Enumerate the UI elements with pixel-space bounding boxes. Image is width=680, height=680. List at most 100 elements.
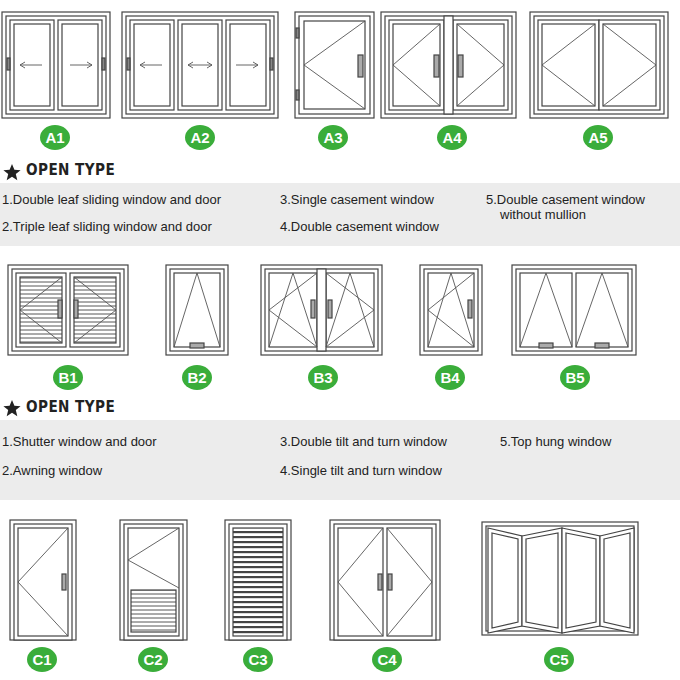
window-drawing xyxy=(2,12,110,118)
badge-label: A5 xyxy=(588,130,607,145)
badge-label: A1 xyxy=(45,130,64,145)
window-drawing xyxy=(328,300,332,318)
window-drawing xyxy=(12,269,124,351)
list-item: 5.Double casement window without mullion xyxy=(486,192,650,222)
window-drawing xyxy=(387,528,432,636)
window-drawing xyxy=(538,20,599,110)
window-drawing xyxy=(576,273,628,347)
window-drawing xyxy=(311,300,315,318)
window-drawing xyxy=(14,24,50,106)
window-drawing xyxy=(166,265,228,355)
window-drawing xyxy=(304,21,365,109)
section-heading: OPEN TYPE xyxy=(26,399,115,414)
window-drawing xyxy=(600,528,634,633)
window-drawing xyxy=(434,55,439,77)
window-drawing xyxy=(530,12,668,118)
window-drawing xyxy=(130,20,174,110)
window-drawing xyxy=(20,62,42,68)
window-drawing xyxy=(131,590,176,632)
open-type-panel: OPEN TYPE1.Shutter window and door2.Awni… xyxy=(0,420,680,500)
window-drawing xyxy=(539,343,553,348)
window-drawing xyxy=(326,273,374,347)
list-item: 2.Awning window xyxy=(2,463,102,478)
window-drawing xyxy=(304,21,365,109)
window-drawing xyxy=(10,20,54,110)
window-drawing xyxy=(296,90,299,100)
window-drawing xyxy=(520,273,572,347)
window-drawing xyxy=(388,574,392,590)
window-drawing xyxy=(295,12,374,118)
type-badge: B2 xyxy=(182,365,212,390)
window-drawing xyxy=(534,16,664,114)
window-drawing xyxy=(8,265,128,355)
window-drawing xyxy=(338,528,383,636)
window-drawing xyxy=(261,265,382,355)
window-drawing xyxy=(70,62,92,68)
window-drawing xyxy=(381,12,516,118)
window-drawing xyxy=(122,12,278,118)
window-drawing xyxy=(326,273,374,347)
window-drawing xyxy=(566,533,596,628)
window-drawing xyxy=(236,62,258,68)
window-drawing xyxy=(453,20,508,110)
window-drawing xyxy=(522,528,562,633)
list-item: 5.Top hung window xyxy=(500,434,611,449)
type-badge: A2 xyxy=(185,125,215,150)
badge-label: C2 xyxy=(143,652,162,667)
badge-label: C1 xyxy=(32,652,51,667)
list-item: 1.Shutter window and door xyxy=(2,434,157,449)
window-drawing xyxy=(70,273,120,347)
window-drawing xyxy=(7,58,10,70)
type-badge: A4 xyxy=(437,125,467,150)
window-drawing xyxy=(128,528,179,588)
badge-label: B1 xyxy=(58,370,77,385)
window-drawing xyxy=(127,58,130,70)
type-badge: B5 xyxy=(560,365,590,390)
window-drawing xyxy=(74,277,116,343)
window-drawing xyxy=(492,533,518,628)
window-drawing xyxy=(542,24,595,106)
badge-label: B2 xyxy=(187,370,206,385)
badge-label: A3 xyxy=(323,130,342,145)
open-type-panel: OPEN TYPE1.Double leaf sliding window an… xyxy=(0,183,680,246)
type-badge: C1 xyxy=(27,647,57,672)
window-drawing xyxy=(20,277,62,343)
window-drawing xyxy=(387,528,432,636)
window-drawing xyxy=(603,24,656,106)
type-badge: A3 xyxy=(318,125,348,150)
window-drawing xyxy=(599,20,660,110)
window-drawing xyxy=(16,273,66,347)
window-drawing xyxy=(468,300,472,318)
window-drawing xyxy=(18,528,68,636)
type-badge: B3 xyxy=(308,365,338,390)
window-drawing xyxy=(296,28,299,38)
window-drawing xyxy=(74,300,78,318)
type-badge: C3 xyxy=(243,647,273,672)
badge-label: B3 xyxy=(313,370,332,385)
type-badge: C4 xyxy=(372,647,402,672)
window-drawing xyxy=(516,269,632,351)
window-drawing xyxy=(338,528,383,636)
window-drawing xyxy=(269,273,317,347)
list-item: 1.Double leaf sliding window and door xyxy=(2,192,221,207)
window-drawing xyxy=(190,343,204,348)
window-drawing xyxy=(330,520,440,640)
list-item: 4.Double casement window xyxy=(280,219,439,234)
window-drawing xyxy=(378,574,382,590)
window-drawing xyxy=(317,269,326,351)
window-drawing xyxy=(74,277,116,343)
window-drawing xyxy=(526,533,558,628)
window-drawing xyxy=(3,400,20,416)
type-badge: A1 xyxy=(40,125,70,150)
window-drawing xyxy=(182,24,218,106)
window-drawing xyxy=(457,24,504,106)
list-item: 3.Double tilt and turn window xyxy=(280,434,447,449)
window-drawing xyxy=(603,24,656,106)
window-drawing xyxy=(120,520,187,640)
section-heading: OPEN TYPE xyxy=(26,162,115,177)
window-drawing xyxy=(444,16,453,114)
window-drawing xyxy=(233,528,283,636)
window-drawing xyxy=(178,20,222,110)
